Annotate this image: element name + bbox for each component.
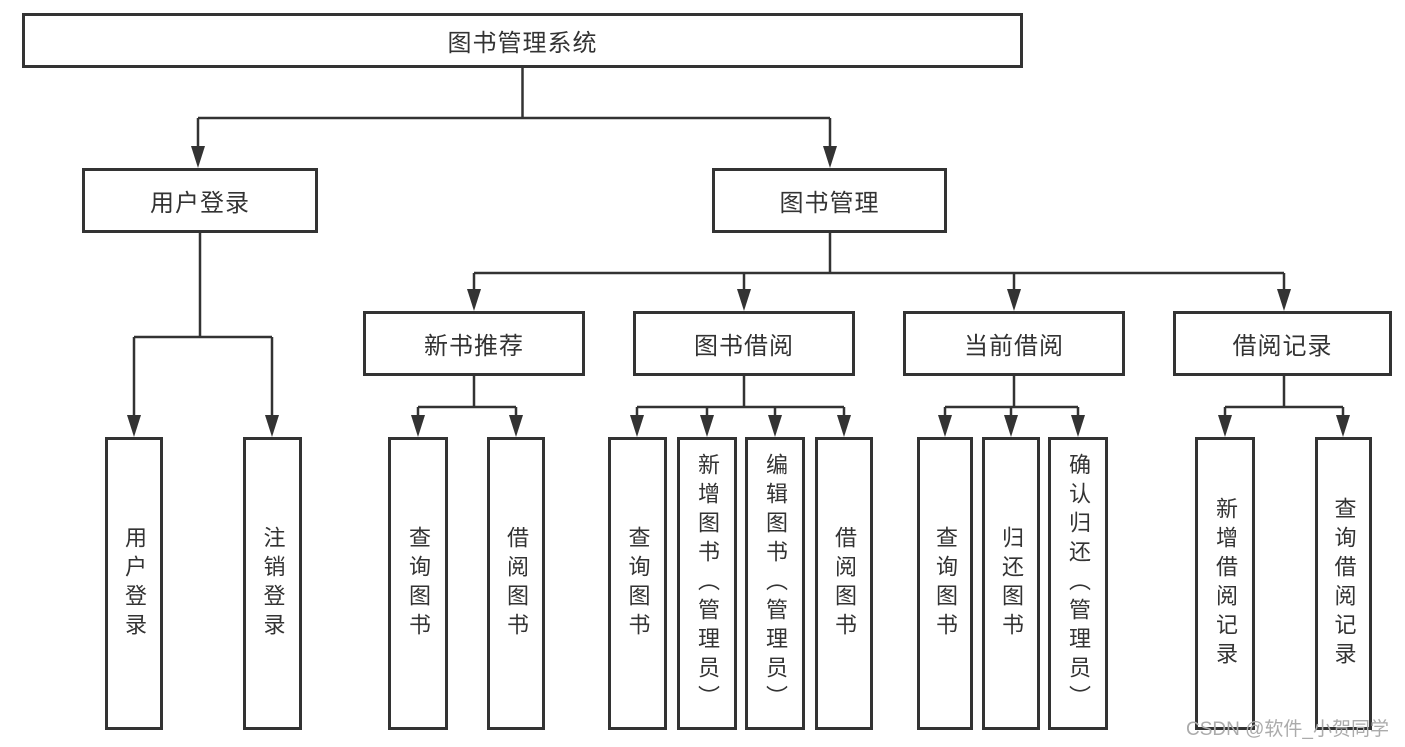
leaf-user-login: 用户登录 (105, 437, 163, 730)
arrowhead (737, 289, 751, 311)
arrowhead (768, 415, 782, 437)
connector-borrow-record-to-leaves (1223, 376, 1345, 421)
arrowhead (1218, 415, 1232, 437)
arrowhead (1336, 415, 1350, 437)
arrowhead (467, 289, 481, 311)
node-new-book-recommendation: 新书推荐 (363, 311, 585, 376)
leaf-confirm-return-admin: 确认归还（管理员） (1048, 437, 1108, 730)
leaf-edit-books-admin: 编辑图书（管理员） (745, 437, 805, 730)
leaf-borrow-books: 借阅图书 (815, 437, 873, 730)
node-borrowing-records: 借阅记录 (1173, 311, 1392, 376)
leaf-logout-login: 注销登录 (243, 437, 302, 730)
connector-book-borrow-to-leaves (635, 376, 846, 421)
arrowhead (823, 146, 837, 168)
arrowhead (938, 415, 952, 437)
arrowhead (191, 146, 205, 168)
node-current-borrowing: 当前借阅 (903, 311, 1125, 376)
leaf-query-borrow-record: 查询借阅记录 (1315, 437, 1372, 730)
watermark: CSDN @软件_小贺同学 (1186, 719, 1389, 740)
arrowhead (1007, 289, 1021, 311)
node-user-login: 用户登录 (82, 168, 318, 233)
leaf-add-borrow-record: 新增借阅记录 (1195, 437, 1255, 730)
leaf-add-books-admin: 新增图书（管理员） (677, 437, 737, 730)
arrowhead (700, 415, 714, 437)
arrowheads (127, 146, 1350, 437)
leaf-query-books-current: 查询图书 (917, 437, 973, 730)
arrowhead (127, 415, 141, 437)
leaf-query-books-borrow: 查询图书 (608, 437, 667, 730)
node-book-borrowing: 图书借阅 (633, 311, 855, 376)
arrowhead (630, 415, 644, 437)
arrowhead (1277, 289, 1291, 311)
arrowhead (1071, 415, 1085, 437)
leaf-borrow-books-recommend: 借阅图书 (487, 437, 545, 730)
arrowhead (509, 415, 523, 437)
arrowhead (411, 415, 425, 437)
leaf-query-books-recommend: 查询图书 (388, 437, 448, 730)
connector-book-mgmt-to-level3 (472, 233, 1286, 295)
arrowhead (837, 415, 851, 437)
arrowhead (265, 415, 279, 437)
connector-root-to-level2 (196, 68, 832, 150)
connector-user-login-to-leaves (132, 233, 274, 421)
node-library-management-system: 图书管理系统 (22, 13, 1023, 68)
connector-current-borrow-to-leaves (943, 376, 1080, 421)
arrowhead (1004, 415, 1018, 437)
node-book-management: 图书管理 (712, 168, 947, 233)
leaf-return-books: 归还图书 (982, 437, 1040, 730)
connector-new-book-to-leaves (416, 376, 518, 421)
